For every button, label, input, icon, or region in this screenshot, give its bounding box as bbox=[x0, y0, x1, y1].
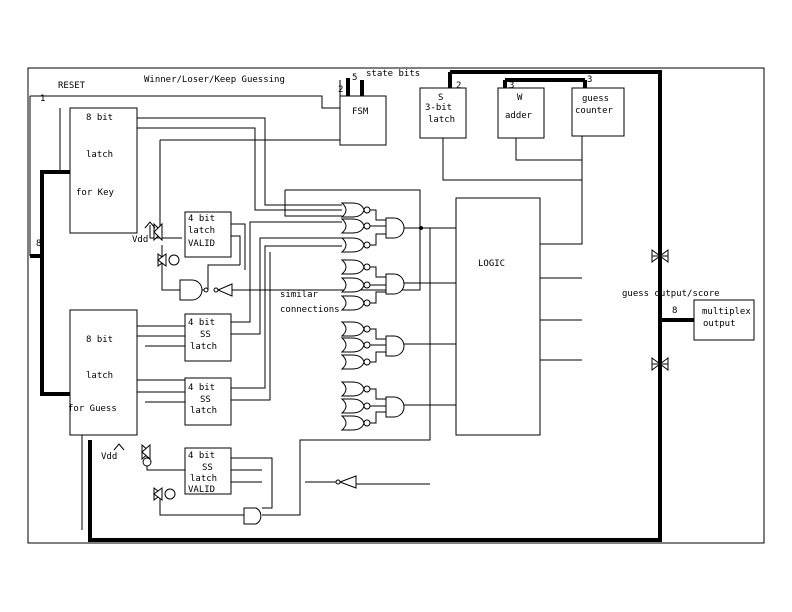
tg-vdd-bottom bbox=[113, 443, 152, 467]
connections-label: connections bbox=[280, 305, 340, 315]
vdd-top-label: Vdd bbox=[132, 235, 148, 245]
key-latch-l2: latch bbox=[86, 150, 113, 160]
guess-latch-l2: latch bbox=[86, 371, 113, 381]
ss-valid-latch-l1: 4 bit bbox=[188, 451, 215, 461]
guess-latch-l3: for Guess bbox=[68, 404, 117, 414]
latch3-width: 2 bbox=[456, 81, 461, 91]
reset-label: RESET bbox=[58, 81, 86, 91]
winner-label: Winner/Loser/Keep Guessing bbox=[144, 75, 285, 85]
signal-labels: RESET 1 Winner/Loser/Keep Guessing 2 5 s… bbox=[36, 69, 720, 462]
key-bus-width: 8 bbox=[36, 239, 41, 249]
ss-latch-2: 4 bit SS latch bbox=[184, 377, 232, 426]
fsm-block: FSM bbox=[339, 95, 387, 146]
valid-latch-top-l1: 4 bit bbox=[188, 214, 215, 224]
similar-label: similar bbox=[280, 290, 319, 300]
gate-group-4 bbox=[340, 381, 405, 431]
ss-latch-1-l2: SS bbox=[200, 330, 211, 340]
counter-width: 3 bbox=[587, 75, 592, 85]
adder-width: 3 bbox=[509, 81, 514, 91]
ss-valid-latch-l4: VALID bbox=[188, 485, 215, 495]
key-latch: 8 bit latch for Key bbox=[69, 107, 138, 234]
vdd-bottom-label: Vdd bbox=[101, 452, 117, 462]
out-bus-width: 8 bbox=[672, 306, 677, 316]
logic-label: LOGIC bbox=[478, 259, 505, 269]
counter-l2: counter bbox=[575, 106, 614, 116]
tg-out-top bbox=[651, 249, 669, 263]
tg-vdd-top bbox=[144, 221, 163, 242]
control-gates bbox=[179, 279, 357, 525]
ss-latch-1-l3: latch bbox=[190, 342, 217, 352]
ss-latch-2-l2: SS bbox=[200, 395, 211, 405]
valid-latch-top: 4 bit latch VALID bbox=[184, 211, 232, 258]
mux-l2: output bbox=[703, 319, 736, 329]
key-latch-l1: 8 bit bbox=[86, 113, 113, 123]
gate-groups bbox=[340, 202, 423, 431]
sheet-border bbox=[27, 67, 765, 544]
counter-block: guess counter bbox=[571, 87, 625, 137]
latch3-l2: 3-bit bbox=[425, 103, 452, 113]
adder-l1: W bbox=[517, 93, 523, 103]
fsm-label: FSM bbox=[352, 107, 369, 117]
latch3-l3: latch bbox=[428, 115, 455, 125]
adder-block: W adder bbox=[497, 87, 545, 139]
ss-valid-latch-l2: SS bbox=[202, 463, 213, 473]
gate-group-1 bbox=[340, 202, 405, 253]
guess-output-label: guess output/score bbox=[622, 289, 720, 299]
logic-block: LOGIC bbox=[455, 197, 541, 436]
ss-latch-2-l3: latch bbox=[190, 406, 217, 416]
state-bits-label: state bits bbox=[366, 69, 420, 79]
key-latch-l3: for Key bbox=[76, 188, 115, 198]
latch3-block: S 3-bit latch bbox=[419, 87, 467, 139]
ss-latch-2-l1: 4 bit bbox=[188, 383, 215, 393]
ss-valid-latch: 4 bit SS latch VALID bbox=[184, 447, 232, 495]
thick-buses bbox=[30, 70, 694, 542]
tg-out-bottom bbox=[651, 357, 669, 371]
mux-l1: multiplex bbox=[702, 307, 751, 317]
ss-latch-1: 4 bit SS latch bbox=[184, 313, 232, 362]
guess-latch-l1: 8 bit bbox=[86, 335, 113, 345]
gate-group-3 bbox=[340, 321, 405, 370]
state-width: 5 bbox=[352, 73, 357, 83]
transmission-gates bbox=[113, 221, 669, 501]
tg-bottom-left bbox=[153, 487, 176, 501]
latch3-l1: S bbox=[438, 93, 443, 103]
counter-l1: guess bbox=[582, 94, 609, 104]
adder-l2: adder bbox=[505, 111, 533, 121]
tg-mid-left bbox=[157, 253, 180, 267]
guess-latch: 8 bit latch for Guess bbox=[68, 309, 138, 436]
valid-latch-top-l3: VALID bbox=[188, 239, 215, 249]
ss-valid-latch-l3: latch bbox=[190, 474, 217, 484]
ss-latch-1-l1: 4 bit bbox=[188, 318, 215, 328]
valid-latch-top-l2: latch bbox=[188, 226, 215, 236]
winner-width: 2 bbox=[338, 85, 343, 95]
gate-group-2 bbox=[340, 259, 405, 311]
reset-width: 1 bbox=[40, 94, 45, 104]
thin-wires bbox=[29, 80, 583, 530]
mux-block: multiplex output bbox=[693, 299, 755, 341]
